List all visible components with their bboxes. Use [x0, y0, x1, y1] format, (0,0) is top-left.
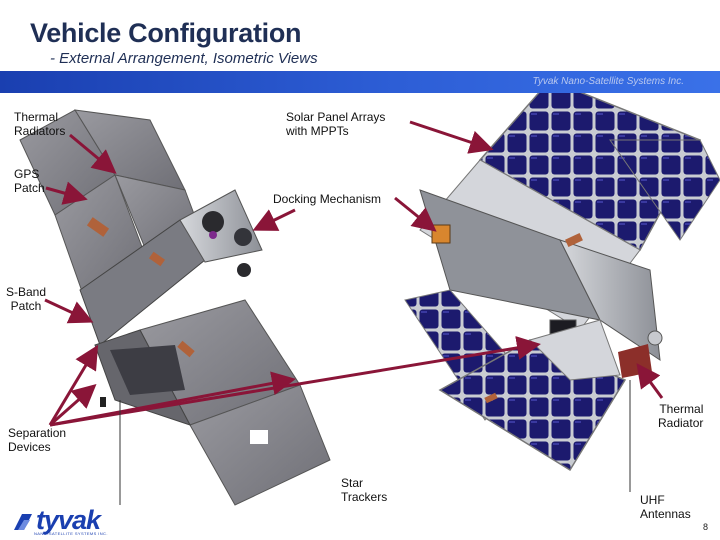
- thermal-radiator-block: [618, 344, 652, 378]
- gps-patch-square: [431, 224, 451, 244]
- arrow-separation-devices-1: [48, 344, 99, 426]
- callout-arrows: [44, 120, 664, 427]
- label-thermal-radiator: Thermal Radiator: [658, 402, 704, 430]
- banner-company-text: Tyvak Nano-Satellite Systems Inc.: [532, 76, 684, 87]
- page-subtitle: - External Arrangement, Isometric Views: [50, 50, 318, 67]
- arrow-gps-patch: [45, 181, 88, 205]
- label-uhf-antennas: UHF Antennas: [640, 493, 691, 521]
- tyvak-logo-tagline: NANO-SATELLITE SYSTEMS INC.: [34, 531, 108, 536]
- docking-port-3: [237, 263, 251, 277]
- solar-array-top-right: [609, 139, 720, 241]
- right-bus-top: [559, 239, 661, 362]
- right-satellite: [404, 79, 720, 472]
- tyvak-logo-text: tyvak: [36, 505, 101, 535]
- arrow-separation-devices-2: [49, 384, 97, 427]
- arrow-thermal-radiator: [636, 363, 664, 399]
- header-banner: [0, 71, 720, 93]
- left-lower-dark: [110, 345, 185, 395]
- leader-lines: [119, 380, 631, 505]
- page-title: Vehicle Configuration: [30, 18, 302, 48]
- arrow-docking-mechanism: [252, 208, 296, 231]
- left-lower-panel-b: [189, 384, 331, 506]
- docking-port-1: [202, 211, 224, 233]
- label-s-band-patch: S-Band Patch: [6, 285, 47, 313]
- label-thermal-radiators: Thermal Radiators: [14, 110, 66, 138]
- label-docking-mechanism: Docking Mechanism: [273, 192, 382, 206]
- page-number: 8: [702, 522, 708, 532]
- label-separation-devices: Separation Devices: [8, 426, 67, 454]
- arrow-thermal-radiators: [69, 133, 117, 174]
- docking-port-2: [234, 228, 252, 246]
- tyvak-logo-icon: [14, 514, 32, 530]
- arrow-s-band-patch: [44, 298, 94, 324]
- label-star-trackers: Star Trackers: [341, 476, 388, 504]
- arrow-gps-right: [394, 196, 437, 232]
- arrow-separation-devices-4: [49, 336, 541, 427]
- arrow-solar-panel-arrays: [409, 120, 494, 154]
- label-solar-panel-arrays: Solar Panel Arrays with MPPTs: [286, 110, 386, 138]
- label-gps-patch: GPS Patch: [14, 167, 45, 195]
- left-satellite: [19, 109, 331, 506]
- solar-array-bottom-right: [529, 319, 621, 381]
